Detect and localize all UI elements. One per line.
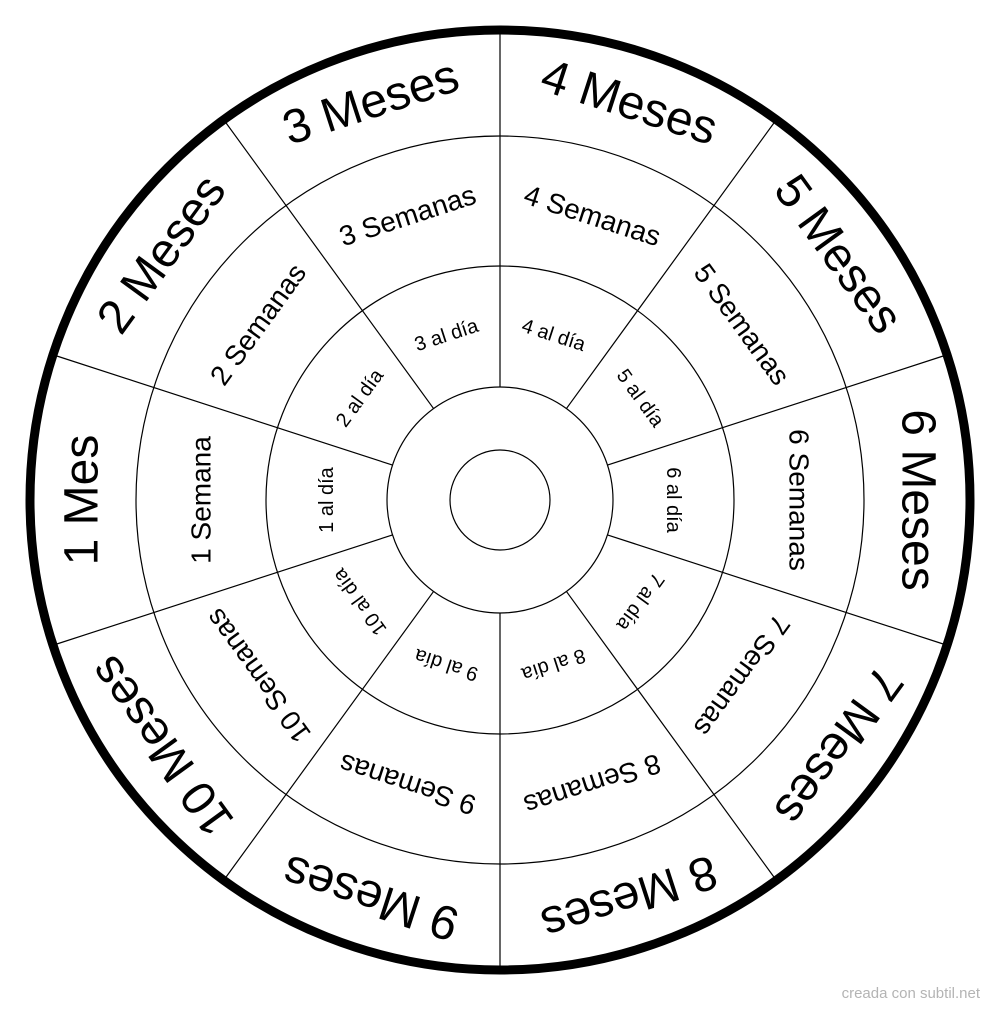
label-inner-3: 3 al día [412, 315, 482, 356]
label-outer-2: 2 Meses [87, 165, 237, 343]
label-middle-4: 4 Semanas [520, 179, 664, 252]
label-inner-7: 7 al día [611, 569, 668, 636]
label-middle-9: 9 Semanas [335, 748, 479, 821]
label-middle-5: 5 Semanas [688, 258, 796, 391]
label-inner-6: 6 al día [662, 467, 684, 533]
label-inner-8: 8 al día [518, 644, 588, 685]
spoke-9 [225, 591, 435, 878]
label-middle-7: 7 Semanas [688, 609, 796, 742]
label-middle-10: 10 Semanas [199, 603, 316, 748]
label-outer-9: 9 Meses [276, 844, 465, 950]
label-middle-1: 1 Semana [186, 436, 217, 564]
center-hub-ring [449, 449, 551, 551]
label-middle-3: 3 Semanas [335, 179, 479, 252]
label-inner-9: 9 al día [411, 644, 481, 685]
label-inner-4: 4 al día [519, 315, 589, 356]
label-middle-2: 2 Semanas [204, 258, 312, 391]
label-outer-4: 4 Meses [535, 49, 724, 155]
label-outer-7: 7 Meses [763, 657, 913, 835]
spoke-1 [56, 355, 393, 466]
label-inner-10: 10 al día [328, 563, 391, 639]
spoke-5 [607, 355, 944, 466]
label-outer-3: 3 Meses [276, 49, 465, 155]
spoke-2 [225, 122, 435, 409]
label-outer-1: 1 Mes [56, 435, 109, 566]
label-inner-2: 2 al día [332, 365, 389, 432]
spoke-4 [565, 122, 775, 409]
label-inner-1: 1 al día [316, 466, 338, 532]
footer-credit: creada con subtil.net [841, 985, 980, 1002]
label-outer-5: 5 Meses [763, 165, 913, 343]
label-inner-5: 5 al día [612, 365, 669, 432]
label-middle-6: 6 Semanas [784, 429, 815, 571]
label-outer-6: 6 Meses [892, 409, 945, 590]
spoke-7 [565, 591, 775, 878]
wheel-spokes [56, 34, 944, 966]
label-outer-8: 8 Meses [535, 844, 724, 950]
inner-divider-ring [386, 386, 614, 614]
spoke-10 [56, 534, 393, 645]
label-middle-8: 8 Semanas [520, 748, 664, 821]
spoke-6 [607, 534, 944, 645]
outer-border-ring [25, 25, 975, 975]
